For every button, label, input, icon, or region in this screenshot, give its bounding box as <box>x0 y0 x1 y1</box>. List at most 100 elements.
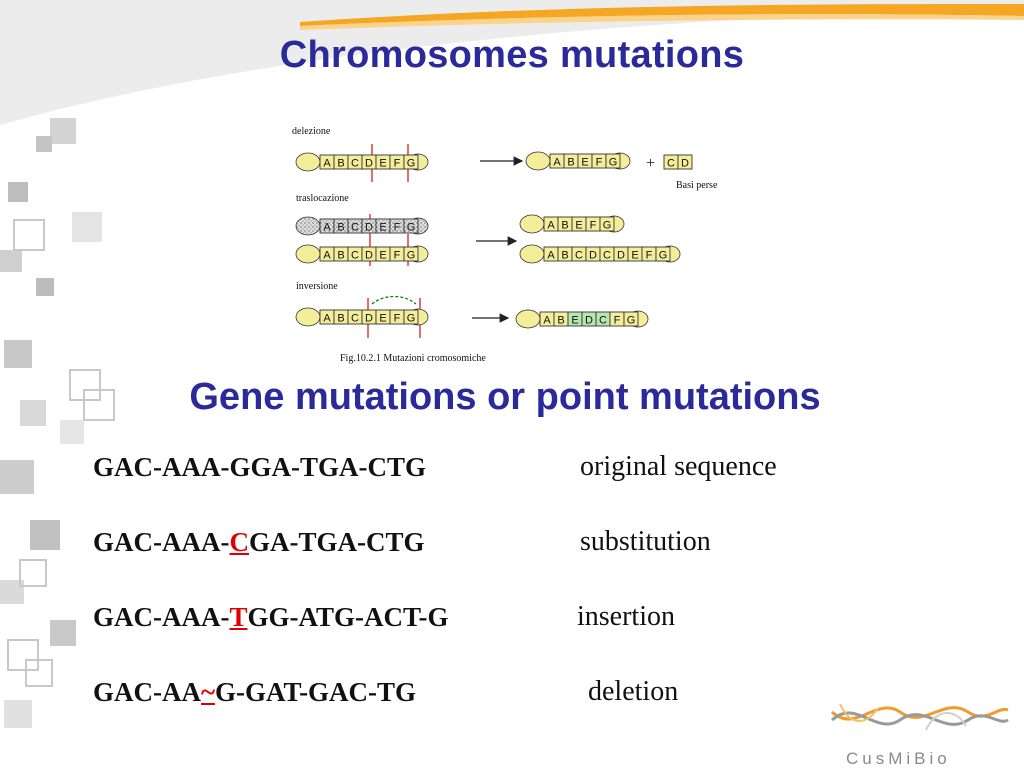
mutation-description: original sequence <box>580 451 777 482</box>
gene-letter: C <box>351 222 359 234</box>
gene-letter: F <box>614 315 621 327</box>
gene-letter: D <box>365 250 373 262</box>
gene-letter: E <box>571 315 578 327</box>
sequence-suffix: GG-ATG-ACT-G <box>247 602 449 632</box>
gene-letter: B <box>337 222 344 234</box>
chromosome-knob <box>519 214 545 234</box>
gene-letter: A <box>543 315 551 327</box>
gene-letter: F <box>394 313 401 325</box>
gene-letter: G <box>407 250 416 262</box>
chromosome-knob <box>295 216 321 236</box>
gene-letter: D <box>681 158 689 170</box>
sequence-highlight: ~ <box>201 677 216 707</box>
mutation-description: deletion <box>588 676 679 707</box>
gene-box <box>403 246 419 262</box>
gene-letter: C <box>351 158 359 170</box>
gene-letter: C <box>351 250 359 262</box>
chromosome-knob <box>515 309 541 329</box>
gene-letter: F <box>394 222 401 234</box>
sequence-suffix: G-GAT-GAC-TG <box>215 677 417 707</box>
gene-letter: D <box>585 315 593 327</box>
gene-letter: F <box>646 250 653 262</box>
plus-sign: + <box>646 155 655 172</box>
gene-letter: G <box>407 313 416 325</box>
gene-letter: E <box>575 220 582 232</box>
logo-text: CusMiBio <box>846 749 951 768</box>
mutation-sequence: GAC-AAA-CGA-TGA-CTG <box>93 527 424 558</box>
gene-letter: G <box>407 222 416 234</box>
gene-letter: F <box>394 250 401 262</box>
gene-letter: G <box>407 158 416 170</box>
mutation-sequence: GAC-AA~G-GAT-GAC-TG <box>93 677 416 708</box>
chromosome-knob <box>295 307 321 327</box>
inversion-swap-arc <box>371 295 417 305</box>
gene-letter: C <box>351 313 359 325</box>
gene-box <box>605 153 621 169</box>
gene-box <box>403 309 419 325</box>
gene-letter: G <box>627 315 636 327</box>
label-deletion: delezione <box>292 126 331 137</box>
label-translocation: traslocazione <box>296 193 349 204</box>
sequence-highlight: C <box>229 527 249 557</box>
gene-letter: B <box>567 157 574 169</box>
gene-letter: F <box>596 157 603 169</box>
background-curve <box>0 0 1024 125</box>
gene-box <box>403 154 419 170</box>
gene-letter: E <box>379 222 386 234</box>
mutation-sequence: GAC-AAA-TGG-ATG-ACT-G <box>93 602 449 633</box>
gene-letter: A <box>553 157 561 169</box>
decorative-squares <box>0 118 115 728</box>
gene-letter: B <box>337 313 344 325</box>
sequence-suffix: GA-TGA-CTG <box>248 527 425 557</box>
gene-letter: E <box>379 158 386 170</box>
gene-letter: C <box>667 158 675 170</box>
gene-letter: G <box>659 250 668 262</box>
gene-box <box>677 154 693 170</box>
gene-letter: E <box>631 250 638 262</box>
gene-letter: F <box>590 220 597 232</box>
gene-letter: A <box>323 222 331 234</box>
mutation-sequence: GAC-AAA-GGA-TGA-CTG <box>93 452 426 483</box>
gene-letter: A <box>547 250 555 262</box>
gene-letter: C <box>575 250 583 262</box>
sequence-prefix: GAC-AAA- <box>93 527 230 557</box>
gene-letter: B <box>337 250 344 262</box>
gene-letter: G <box>609 157 618 169</box>
chromosome-knob <box>525 151 551 171</box>
gene-letter: E <box>379 313 386 325</box>
gene-box <box>623 311 639 327</box>
gene-letter: A <box>547 220 555 232</box>
gene-letter: E <box>581 157 588 169</box>
gene-letter: D <box>365 313 373 325</box>
figure-caption: Fig.10.2.1 Mutazioni cromosomiche <box>340 353 486 364</box>
sequence-prefix: GAC-AA <box>93 677 201 707</box>
cusmibio-logo: CusMiBio <box>830 703 1009 768</box>
gene-letter: D <box>617 250 625 262</box>
mutation-description: insertion <box>577 601 675 632</box>
sequence-prefix: GAC-AAA- <box>93 602 230 632</box>
gene-box <box>599 216 615 232</box>
label-inversion: inversione <box>296 281 338 292</box>
chromosome-knob <box>519 244 545 264</box>
gene-letter: D <box>365 158 373 170</box>
sequence-highlight: T <box>229 602 248 632</box>
gene-letter: F <box>394 158 401 170</box>
gene-letter: B <box>557 315 564 327</box>
gene-letter: A <box>323 250 331 262</box>
slide-title: Chromosomes mutations <box>279 34 745 76</box>
chromosome-knob <box>295 152 321 172</box>
gene-box <box>403 218 419 234</box>
gene-letter: C <box>599 315 607 327</box>
gene-letter: G <box>603 220 612 232</box>
gene-letter: D <box>365 222 373 234</box>
gene-box <box>655 246 671 262</box>
gene-letter: A <box>323 158 331 170</box>
gene-letter: E <box>379 250 386 262</box>
section-title-gene-mutations: Gene mutations or point mutations <box>189 376 821 418</box>
gene-letter: A <box>323 313 331 325</box>
mutation-description: substitution <box>580 526 711 557</box>
lost-bases-label: Basi perse <box>676 180 718 191</box>
sequence-prefix: GAC-AAA-GGA-TGA-CTG <box>93 452 426 482</box>
